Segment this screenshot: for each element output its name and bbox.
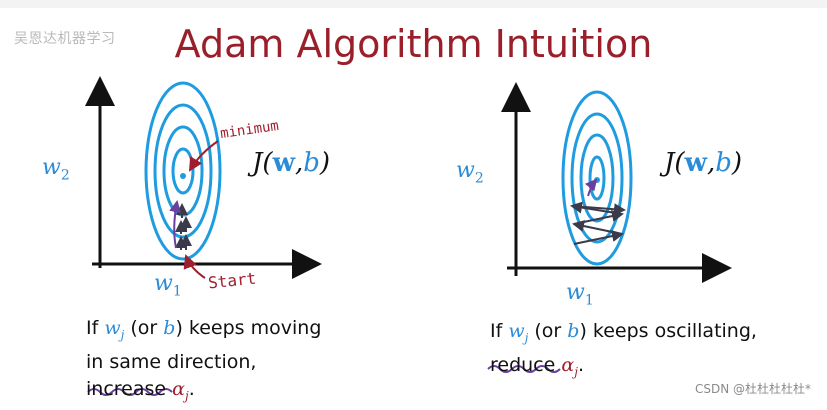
left-minimum-annotation — [188, 140, 219, 172]
right-axes — [501, 82, 732, 283]
left-start-annotation — [183, 254, 206, 279]
increase-word: increase — [86, 377, 167, 400]
left-caption-line1: If wj (or b) keeps moving — [86, 317, 322, 342]
right-caption-squiggle — [487, 365, 561, 373]
right-caption-line1: If wj (or b) keeps oscillating, — [490, 320, 757, 345]
right-steps-purple — [584, 178, 598, 197]
left-caption-line3: increase αj. — [86, 377, 195, 403]
watermark-top: 吴恩达机器学习 — [14, 31, 116, 47]
left-axes — [85, 76, 322, 279]
left-y-axis-label: w2 — [42, 155, 70, 184]
left-minimum-point — [180, 173, 186, 179]
left-steps — [175, 203, 192, 250]
right-steps — [570, 201, 626, 245]
left-cost-function: J(w,b) — [252, 148, 331, 178]
right-caption: If wj (or b) keeps oscillating, reduce α… — [490, 318, 757, 386]
right-y-axis-label: w2 — [456, 158, 484, 187]
right-contours — [561, 90, 633, 266]
left-steps-purple — [169, 200, 182, 249]
right-x-axis-label: w1 — [566, 280, 594, 309]
left-caption-line2: in same direction, — [86, 350, 257, 373]
left-x-axis-label: w1 — [154, 271, 182, 300]
left-caption-squiggle — [87, 388, 173, 396]
left-contours — [144, 81, 222, 261]
page-title: Adam Algorithm Intuition — [174, 22, 653, 66]
reduce-word: reduce — [490, 353, 556, 376]
right-cost-function: J(w,b) — [664, 148, 743, 178]
footer-watermark: CSDN @杜杜杜杜杜* — [694, 382, 811, 396]
left-caption: If wj (or b) keeps moving in same direct… — [86, 315, 321, 410]
right-caption-line2: reduce αj. — [490, 353, 584, 379]
top-strip — [0, 0, 827, 8]
